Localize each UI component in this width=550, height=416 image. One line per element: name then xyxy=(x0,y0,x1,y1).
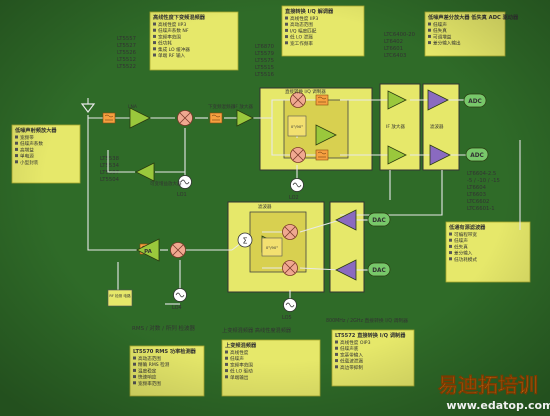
watermark-brand: 易迪拓培训 xyxy=(438,373,538,397)
watermark-url: www.edatop.com xyxy=(446,399,550,412)
